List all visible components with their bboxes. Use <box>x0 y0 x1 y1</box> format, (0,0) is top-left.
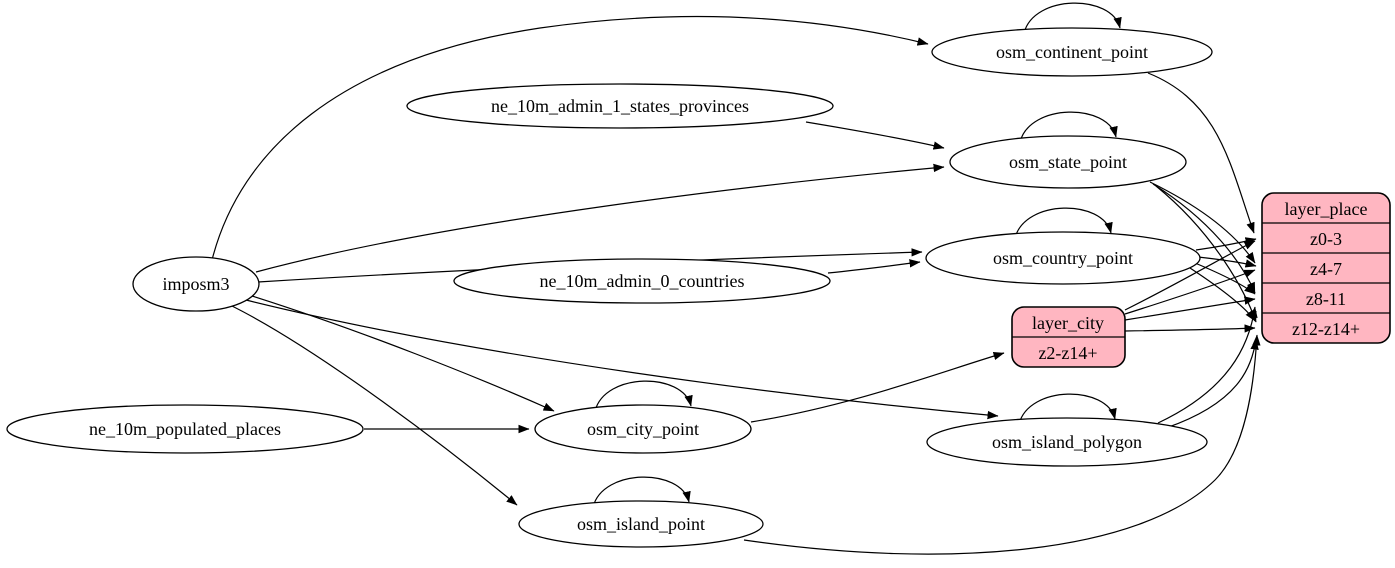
node-osm_island_point-label: osm_island_point <box>577 514 705 534</box>
edge-imposm3-osm_continent_point <box>211 15 929 261</box>
edge-osm_country_point-layer_place-z4-7 <box>1197 256 1257 268</box>
node-layer_place: layer_place z0-3 z4-7 z8-11 z12-z14+ <box>1261 192 1391 344</box>
node-ne_10m_admin_0_countries-label: ne_10m_admin_0_countries <box>540 271 745 291</box>
edge-layer <box>211 2 1261 555</box>
node-imposm3-label: imposm3 <box>162 274 229 294</box>
edge-layer_city-layer_place-z8-11 <box>1124 296 1256 321</box>
node-ne_10m_admin_0_countries: ne_10m_admin_0_countries <box>453 258 831 304</box>
edge-osm_country_point-layer_place-z8-11 <box>1194 262 1256 295</box>
edge-osm_state_point-layer_place-z8-11 <box>1152 183 1256 294</box>
node-ne_10m_populated_places-shape <box>6 404 364 454</box>
edge-layer_city-layer_place-z12-z14 <box>1124 324 1256 333</box>
node-osm_island_polygon-label: osm_island_polygon <box>992 432 1142 452</box>
edge-osm_island_polygon-layer_place-z12-z14 <box>1165 338 1259 429</box>
node-osm_island_polygon-shape <box>926 417 1208 467</box>
node-osm_city_point-label: osm_city_point <box>587 419 699 439</box>
layer_place-row-z0-3: z0-3 <box>1310 229 1342 249</box>
node-ne_10m_admin_1_states_provinces: ne_10m_admin_1_states_provinces <box>406 83 834 129</box>
edge-osm_country_point-layer_place-z0-3 <box>1195 237 1257 251</box>
node-osm_country_point: osm_country_point <box>925 231 1201 285</box>
self-loop-osm_continent_point <box>1023 2 1122 34</box>
node-osm_country_point-shape <box>925 231 1201 285</box>
edge-imposm3-osm_city_point <box>248 294 555 412</box>
self-loop-osm_city_point <box>594 380 693 412</box>
node-ne_10m_admin_1_states_provinces-label: ne_10m_admin_1_states_provinces <box>491 96 749 116</box>
layer_city-row-z2-z14: z2-z14+ <box>1038 343 1097 363</box>
node-osm_city_point-shape <box>534 404 752 454</box>
edge-osm_island_polygon-layer_place-z8-11 <box>1157 306 1258 424</box>
node-osm_island_polygon: osm_island_polygon <box>926 417 1208 467</box>
layer_city-title: layer_city <box>1032 313 1104 333</box>
node-osm_continent_point: osm_continent_point <box>931 27 1213 77</box>
node-layer_city: layer_city z2-z14+ <box>1011 306 1126 368</box>
edge-osm_island_point-layer_place-z12-z14 <box>743 334 1261 555</box>
node-imposm3-shape <box>132 256 260 312</box>
edge-osm_country_point-layer_place-z12-z14 <box>1189 267 1256 322</box>
edge-osm_state_point-layer_place-z4-7 <box>1149 181 1256 264</box>
self-loop-osm_country_point <box>1014 207 1113 239</box>
node-ne_10m_admin_1_states_provinces-shape <box>406 83 834 129</box>
edge-imposm3-osm_island_polygon <box>245 299 999 420</box>
node-osm_country_point-label: osm_country_point <box>993 248 1133 268</box>
edge-layer_city-layer_place-z4-7 <box>1124 269 1256 315</box>
layer_place-row-z12-z14: z12-z14+ <box>1292 319 1360 339</box>
edge-osm_continent_point-layer_place-z0-3 <box>1147 72 1255 234</box>
node-ne_10m_populated_places: ne_10m_populated_places <box>6 404 364 454</box>
node-osm_city_point: osm_city_point <box>534 404 752 454</box>
node-osm_state_point: osm_state_point <box>949 135 1187 189</box>
layer_place-row-z8-11: z8-11 <box>1306 289 1346 309</box>
layer_place-row-z4-7: z4-7 <box>1310 259 1342 279</box>
edge-imposm3-osm_island_point <box>231 305 518 506</box>
edge-osm_city_point-layer_city-z2-z14 <box>750 351 1005 423</box>
node-osm_state_point-label: osm_state_point <box>1009 152 1127 172</box>
node-ne_10m_admin_0_countries-shape <box>453 258 831 304</box>
node-osm_state_point-shape <box>949 135 1187 189</box>
edge-layer_city-layer_place-z0-3 <box>1124 240 1256 311</box>
node-osm_island_point-shape <box>518 500 764 548</box>
edge-imposm3-osm_state_point <box>255 163 945 273</box>
edge-ne_10m_admin_0_countries-osm_country_point <box>827 259 921 274</box>
self-loop-osm_island_polygon <box>1018 393 1117 425</box>
node-osm_continent_point-label: osm_continent_point <box>996 42 1148 62</box>
node-ne_10m_populated_places-label: ne_10m_populated_places <box>89 419 281 439</box>
edge-ne_10m_admin_1_states_provinces-osm_state_point <box>805 121 945 150</box>
node-osm_continent_point-shape <box>931 27 1213 77</box>
layer_place-title: layer_place <box>1285 199 1368 219</box>
node-imposm3: imposm3 <box>132 256 260 312</box>
self-loop-osm_state_point <box>1019 111 1118 143</box>
node-layer_place-shape <box>1261 192 1391 344</box>
self-loop-osm_island_point <box>592 476 691 508</box>
node-osm_island_point: osm_island_point <box>518 500 764 548</box>
